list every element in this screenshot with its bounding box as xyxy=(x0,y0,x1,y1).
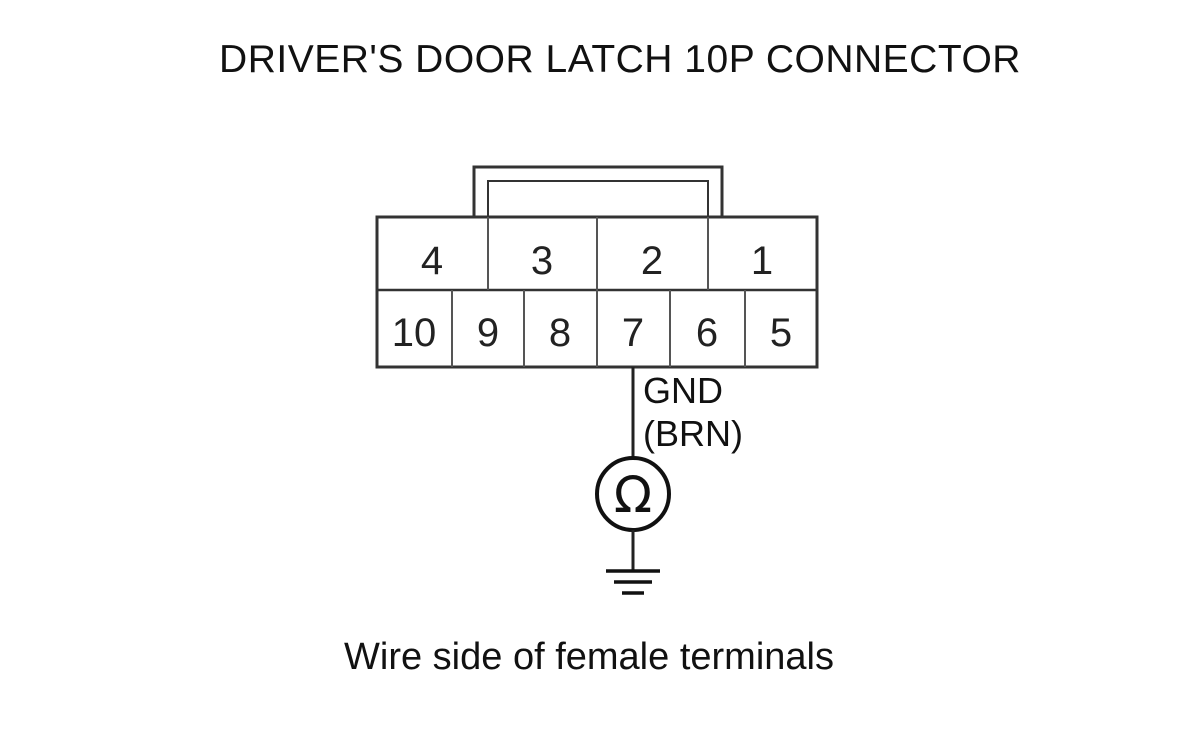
pin-label-10: 10 xyxy=(392,311,437,355)
pin-label-5: 5 xyxy=(770,311,792,355)
pin-label-6: 6 xyxy=(696,311,718,355)
wire-color-label: (BRN) xyxy=(643,413,743,454)
ground-symbol-icon xyxy=(606,569,660,595)
diagram-caption: Wire side of female terminals xyxy=(344,636,834,678)
pin-label-2: 2 xyxy=(641,239,663,283)
ohmmeter-icon: Ω xyxy=(595,456,671,532)
pin-label-8: 8 xyxy=(549,311,571,355)
ohmmeter-symbol: Ω xyxy=(614,466,652,524)
diagram-title: DRIVER'S DOOR LATCH 10P CONNECTOR xyxy=(219,38,1021,81)
pin-label-3: 3 xyxy=(531,239,553,283)
pin-label-9: 9 xyxy=(477,311,499,355)
wire-signal-label: GND xyxy=(643,370,723,411)
connector-housing xyxy=(375,165,819,369)
pin-label-4: 4 xyxy=(421,239,443,283)
pin-label-7: 7 xyxy=(622,311,644,355)
pin-label-1: 1 xyxy=(751,239,773,283)
